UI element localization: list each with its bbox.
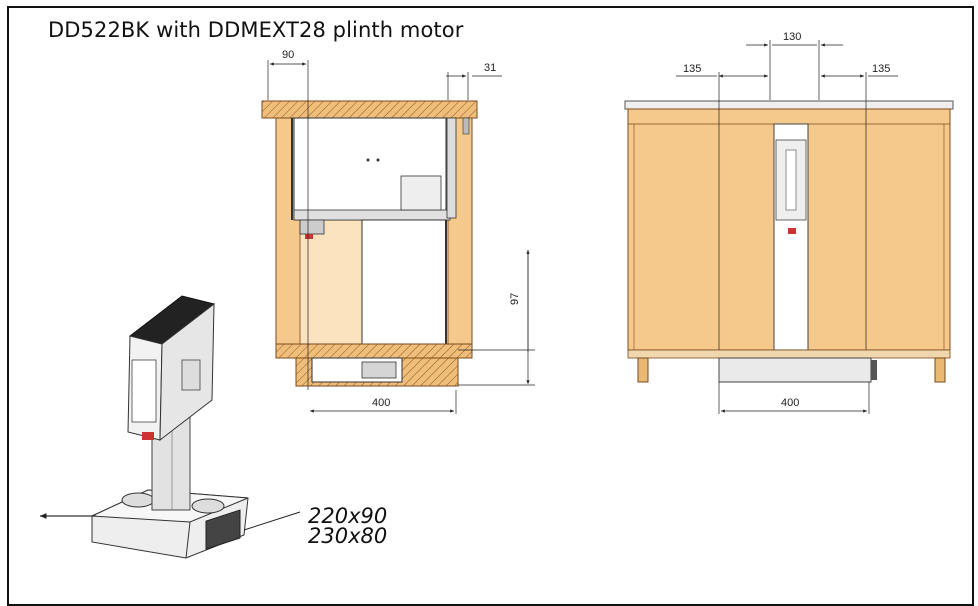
duct-size-label-1: 220x90 <box>308 504 387 528</box>
technical-drawing: 90 31 97 400 130 135 135 400 <box>40 31 954 559</box>
dim-label-90: 90 <box>282 49 294 61</box>
dim-label-135-right: 135 <box>872 63 890 75</box>
dim-label-side-400: 400 <box>372 397 390 409</box>
duct-column <box>361 219 447 345</box>
duct-size-label-2: 230x80 <box>308 524 387 548</box>
drawing-title: DD522BK with DDMEXT28 plinth motor <box>48 18 464 42</box>
side-section-view <box>261 60 535 414</box>
front-plinth-motor <box>718 357 872 383</box>
plinth-outlet <box>205 509 241 550</box>
perspective-view <box>40 295 301 559</box>
dim-label-front-400: 400 <box>781 397 799 409</box>
dim-label-135-left: 135 <box>683 63 701 75</box>
front-view <box>624 40 954 414</box>
front-leg-left <box>637 357 649 383</box>
front-leg-right <box>934 357 946 383</box>
dim-label-130: 130 <box>783 31 801 43</box>
side-base-board <box>275 343 473 359</box>
motor-red-marker <box>305 234 313 239</box>
dim-label-31: 31 <box>484 62 496 74</box>
hob-control-box <box>400 175 442 211</box>
front-worktop <box>624 100 954 110</box>
dim-label-97: 97 <box>509 293 521 305</box>
side-worktop <box>261 100 478 119</box>
motor-unit <box>299 219 325 235</box>
perspective-red-marker <box>142 432 154 440</box>
front-red-marker <box>788 228 796 234</box>
